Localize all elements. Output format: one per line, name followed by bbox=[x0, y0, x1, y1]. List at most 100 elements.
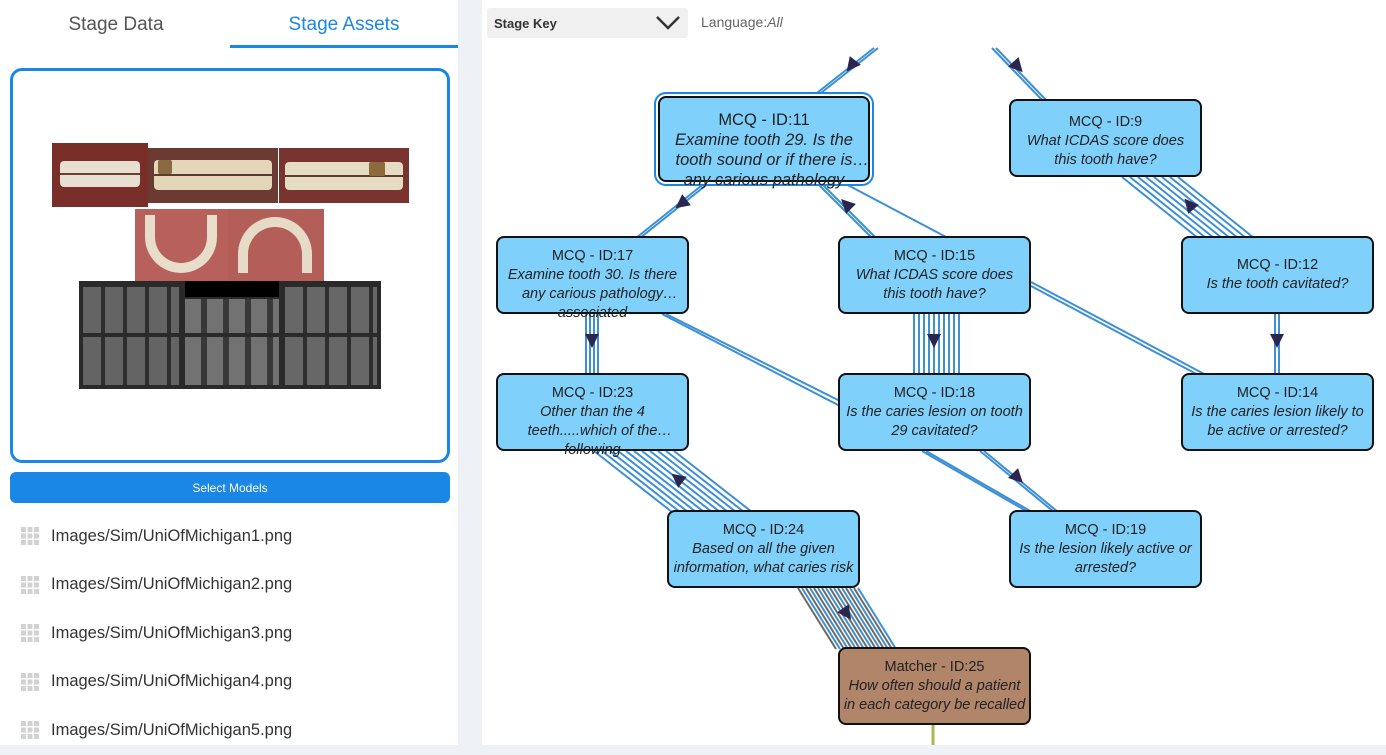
edge bbox=[821, 587, 861, 650]
node-mcq-19[interactable]: MCQ - ID:19 Is the lesion likely active … bbox=[1009, 510, 1202, 588]
node-description: Is the tooth cavitated? bbox=[1206, 276, 1349, 292]
stage-key-dropdown[interactable]: Stage Key bbox=[487, 8, 688, 38]
node-mcq-23[interactable]: MCQ - ID:23 Other than the 4 teeth.....w… bbox=[496, 373, 689, 458]
node-mcq-24[interactable]: MCQ - ID:24 Based on all the given infor… bbox=[667, 510, 860, 588]
tab-stage-assets[interactable]: Stage Assets bbox=[288, 14, 400, 35]
graph-canvas[interactable]: Stage Key Language:All MCQ - ID:11 Exami… bbox=[482, 0, 1386, 745]
edge bbox=[625, 450, 705, 513]
edge bbox=[849, 587, 889, 650]
node-mcq-18[interactable]: MCQ - ID:18 Is the caries lesion on toot… bbox=[838, 373, 1031, 451]
tab-stage-data[interactable]: Stage Data bbox=[68, 14, 164, 35]
asset-item-5[interactable]: Images/Sim/UniOfMichigan5.png bbox=[0, 706, 458, 755]
node-title: MCQ - ID:11 bbox=[718, 111, 810, 129]
edge-arrow bbox=[837, 604, 852, 620]
edge bbox=[593, 450, 673, 513]
node-matcher-25[interactable]: Matcher - ID:25 How often should a patie… bbox=[838, 647, 1031, 725]
asset-item-3[interactable]: Images/Sim/UniOfMichigan3.png bbox=[0, 609, 458, 658]
edge bbox=[1030, 281, 1207, 376]
radiograph-series bbox=[79, 281, 381, 389]
edge bbox=[817, 587, 857, 650]
edge bbox=[617, 450, 697, 513]
edge bbox=[657, 450, 737, 513]
edge bbox=[1169, 176, 1247, 239]
edge-arrow bbox=[675, 194, 691, 209]
edge bbox=[833, 587, 873, 650]
edge bbox=[811, 47, 879, 101]
chevron-down-icon bbox=[656, 16, 680, 30]
edge bbox=[815, 181, 873, 239]
edge bbox=[921, 450, 1029, 513]
node-mcq-9[interactable]: MCQ - ID:9 What ICDAS score does this to… bbox=[1009, 99, 1202, 177]
node-mcq-17[interactable]: MCQ - ID:17 Examine tooth 30. Is there a… bbox=[496, 236, 689, 321]
node-title: MCQ - ID:17 bbox=[551, 248, 634, 264]
language-label: Language: bbox=[701, 14, 768, 30]
edge bbox=[1137, 176, 1215, 239]
edge-arrow bbox=[671, 473, 687, 488]
drag-grip-icon[interactable] bbox=[20, 623, 40, 643]
edge-arrow bbox=[1270, 334, 1284, 348]
node-title: MCQ - ID:14 bbox=[1236, 385, 1319, 401]
drag-grip-icon[interactable] bbox=[20, 720, 40, 740]
node-description: Examine tooth 30. Is there any carious p… bbox=[507, 267, 678, 321]
edge bbox=[601, 450, 681, 513]
edge bbox=[1129, 176, 1207, 239]
language-filter[interactable]: Language:All bbox=[701, 14, 783, 30]
node-title: MCQ - ID:23 bbox=[551, 385, 634, 401]
left-panel: Stage Data Stage Assets bbox=[0, 0, 458, 745]
edge bbox=[635, 181, 707, 239]
edge bbox=[841, 181, 949, 239]
asset-item-1[interactable]: Images/Sim/UniOfMichigan1.png bbox=[0, 512, 458, 561]
edge-arrow bbox=[846, 56, 861, 72]
edge-lines bbox=[585, 47, 1280, 745]
asset-item-4[interactable]: Images/Sim/UniOfMichigan4.png bbox=[0, 658, 458, 707]
edge bbox=[633, 450, 713, 513]
edge bbox=[609, 450, 689, 513]
node-description: Is the caries lesion on tooth 29 cavitat… bbox=[846, 404, 1023, 439]
stage-key-label: Stage Key bbox=[494, 15, 557, 31]
edge bbox=[991, 47, 1043, 101]
node-description: What ICDAS score does this tooth have? bbox=[855, 267, 1014, 302]
asset-label: Images/Sim/UniOfMichigan1.png bbox=[51, 526, 293, 545]
node-mcq-14[interactable]: MCQ - ID:14 Is the caries lesion likely … bbox=[1181, 373, 1374, 451]
occlusal-photo-lower bbox=[228, 209, 324, 281]
edge-arrows bbox=[585, 56, 1284, 620]
graph-edges bbox=[585, 47, 1284, 745]
asset-label: Images/Sim/UniOfMichigan4.png bbox=[51, 672, 293, 691]
edge bbox=[649, 450, 729, 513]
node-mcq-12[interactable]: MCQ - ID:12 Is the tooth cavitated? bbox=[1181, 236, 1374, 314]
drag-grip-icon[interactable] bbox=[20, 526, 40, 546]
drag-grip-icon[interactable] bbox=[20, 672, 40, 692]
edge bbox=[995, 47, 1047, 101]
occlusal-photo-upper bbox=[135, 209, 228, 281]
edge bbox=[665, 313, 843, 403]
edge bbox=[813, 587, 853, 650]
edge bbox=[665, 450, 745, 513]
node-description: How often should a patient in each categ… bbox=[843, 678, 1026, 713]
node-description: Other than the 4 teeth.....which of the … bbox=[527, 404, 658, 458]
edge bbox=[639, 181, 711, 239]
node-description: Based on all the given information, what… bbox=[673, 541, 854, 576]
edge bbox=[1030, 285, 1203, 378]
edge bbox=[857, 587, 897, 650]
select-models-button[interactable]: Select Models bbox=[10, 472, 450, 503]
node-mcq-15[interactable]: MCQ - ID:15 What ICDAS score does this t… bbox=[838, 236, 1031, 314]
intraoral-photo-left bbox=[279, 148, 409, 203]
edge bbox=[853, 587, 893, 650]
edge bbox=[1145, 176, 1223, 239]
asset-list: Images/Sim/UniOfMichigan1.png Images/Sim… bbox=[0, 512, 458, 755]
edge bbox=[1177, 176, 1255, 239]
node-description: Is the lesion likely active or arrested? bbox=[1019, 541, 1192, 576]
node-title: MCQ - ID:9 bbox=[1068, 114, 1143, 130]
edge bbox=[809, 587, 849, 650]
asset-item-2[interactable]: Images/Sim/UniOfMichigan2.png bbox=[0, 561, 458, 610]
asset-label: Images/Sim/UniOfMichigan2.png bbox=[51, 575, 293, 594]
edge bbox=[925, 450, 1033, 513]
drag-grip-icon[interactable] bbox=[20, 575, 40, 595]
node-title: MCQ - ID:19 bbox=[1064, 522, 1147, 538]
node-mcq-11[interactable]: MCQ - ID:11 Examine tooth 29. Is the too… bbox=[658, 96, 870, 189]
edge bbox=[661, 313, 841, 407]
node-title: MCQ - ID:18 bbox=[893, 385, 976, 401]
intraoral-photo-right bbox=[52, 143, 148, 207]
edge-arrow bbox=[1008, 468, 1023, 483]
edge bbox=[797, 587, 837, 650]
